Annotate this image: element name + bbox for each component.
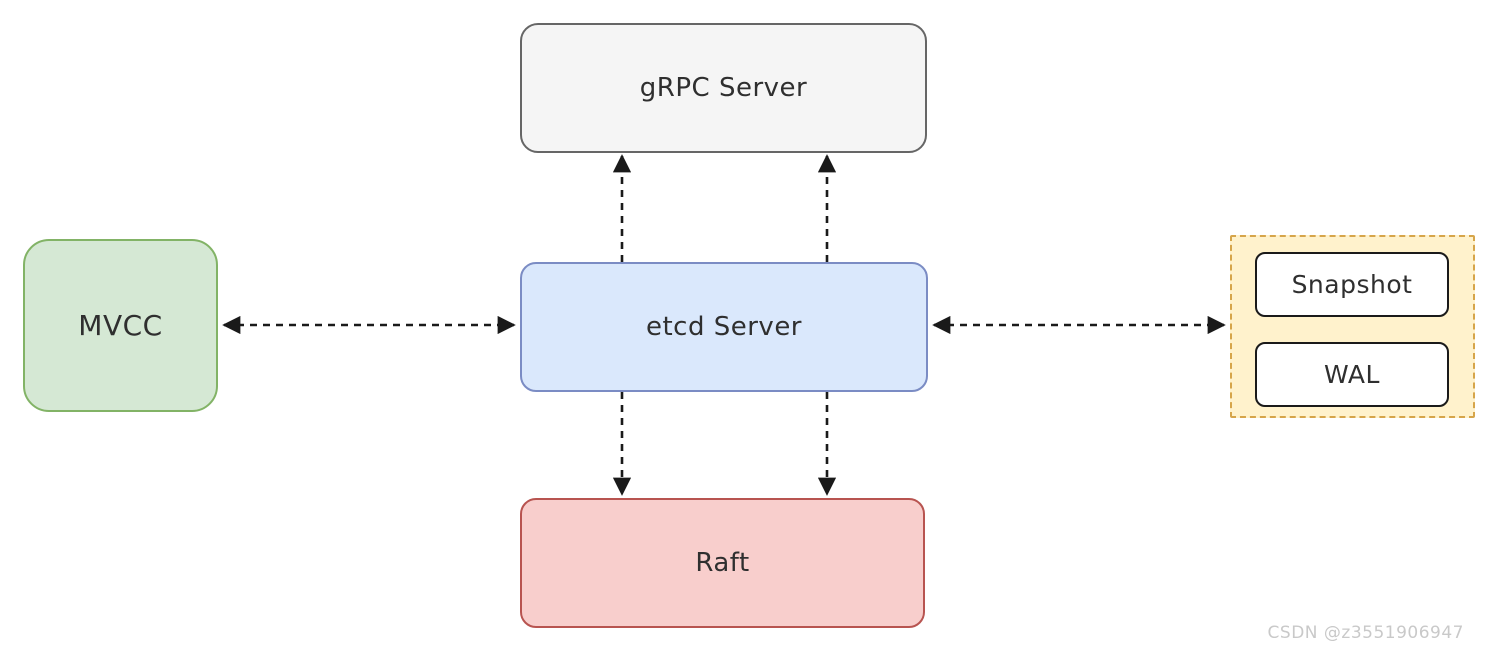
node-grpc-server: gRPC Server — [520, 23, 927, 153]
node-snapshot: Snapshot — [1255, 252, 1449, 317]
node-mvcc: MVCC — [23, 239, 218, 412]
node-mvcc-label: MVCC — [78, 309, 163, 342]
node-etcd-server-label: etcd Server — [645, 312, 802, 342]
node-wal-label: WAL — [1324, 360, 1380, 389]
node-etcd-server: etcd Server — [520, 262, 928, 392]
node-raft: Raft — [520, 498, 925, 628]
node-raft-label: Raft — [695, 548, 750, 578]
node-grpc-server-label: gRPC Server — [639, 73, 808, 103]
node-snapshot-label: Snapshot — [1291, 270, 1413, 299]
watermark: CSDN @z3551906947 — [1267, 623, 1464, 643]
node-wal: WAL — [1255, 342, 1449, 407]
storage-group: Snapshot WAL — [1230, 235, 1475, 418]
